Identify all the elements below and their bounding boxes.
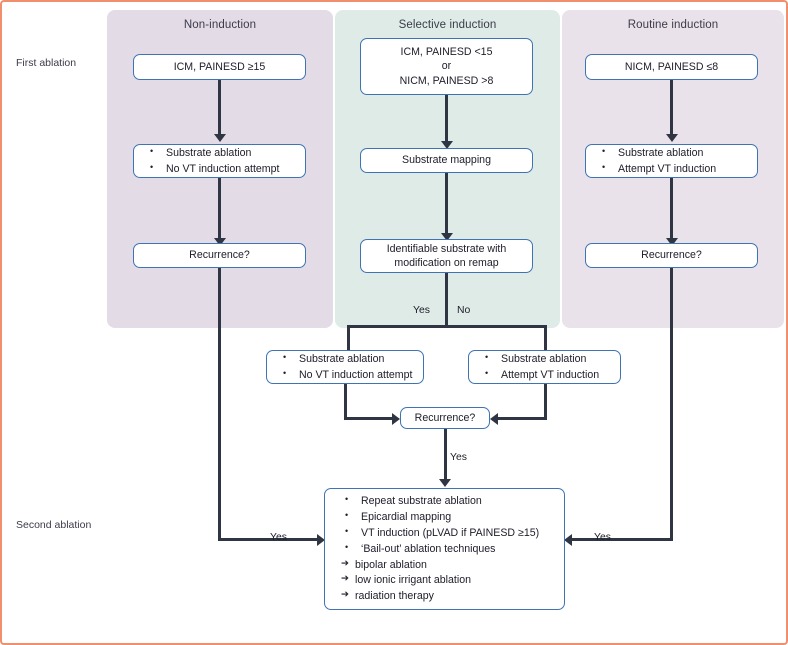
edge-right-treat-to-recurrence [669,178,674,241]
list-item: Substrate ablation [283,351,412,366]
node-right-entry-label: NICM, PAINESD ≤8 [624,60,719,73]
node-mid-recurrence-label: Recurrence? [414,411,476,424]
node-substrate-mapping: Substrate mapping [360,148,533,173]
node-right-treatment-list: Substrate ablation Attempt VT induction [586,144,716,177]
edge-left-entry-to-treat [217,80,222,136]
arrowhead-mapping-to-decision [440,233,453,241]
node-identifiable-substrate-line1: Identifiable substrate with [386,242,507,255]
node-mid-entry-line3: NICM, PAINESD >8 [399,74,494,87]
arrowhead-left-entry-to-treat [213,134,226,142]
edge-bus-left-drop [347,324,351,357]
node-mid-entry-line1: ICM, PAINESD <15 [400,46,493,59]
node-mid-entry-line2: or [441,60,452,73]
edge-left-recurrence-down [217,268,222,541]
edge-mid-entry-to-mapping [444,95,449,145]
node-right-recurrence-label: Recurrence? [641,249,702,262]
list-item: bipolar ablation [341,558,539,572]
node-identifiable-substrate-line2: modification on remap [394,257,499,269]
edge-no-branch-left [496,417,547,421]
node-second-ablation-list: Repeat substrate ablation Epicardial map… [325,493,539,605]
node-right-recurrence: Recurrence? [585,243,758,268]
list-item: No VT induction attempt [150,161,279,176]
column-title-non-induction: Non-induction [183,19,257,31]
node-yes-branch-treatment: Substrate ablation No VT induction attem… [266,350,424,384]
edge-label-right-yes: Yes [594,532,611,543]
node-left-recurrence-label: Recurrence? [189,249,250,262]
arrowhead-left-treat-to-recurrence [213,238,226,246]
list-item: Attempt VT induction [485,367,599,382]
list-item: Substrate ablation [150,145,279,160]
edge-mid-recurrence-to-second [443,429,447,482]
edge-left-recurrence-right [217,538,321,542]
list-item: low ionic irrigant ablation [341,573,539,587]
edge-mapping-to-decision [444,173,449,236]
node-second-ablation: Repeat substrate ablation Epicardial map… [324,488,565,610]
node-no-branch-list: Substrate ablation Attempt VT induction [469,350,599,383]
node-mid-entry: ICM, PAINESD <15 or NICM, PAINESD >8 [360,38,533,95]
stage-label-first-ablation: First ablation [16,57,77,69]
list-item: Repeat substrate ablation [345,493,539,508]
arrowhead-mid-recurrence-to-second [439,479,452,487]
node-left-recurrence: Recurrence? [133,243,306,268]
edge-yes-branch-down [343,384,347,417]
edge-bus-right-drop [543,324,547,357]
edge-label-mid-yes: Yes [450,452,467,463]
list-item: radiation therapy [341,589,539,603]
edge-no-branch-down [543,384,547,417]
list-item: Epicardial mapping [345,509,539,524]
list-item: Attempt VT induction [602,161,716,176]
edge-label-branch-no: No [457,305,471,316]
arrowhead-mid-entry-to-mapping [440,141,453,149]
node-left-entry: ICM, PAINESD ≥15 [133,54,306,80]
node-right-treatment: Substrate ablation Attempt VT induction [585,144,758,178]
list-item: VT induction (pLVAD if PAINESD ≥15) [345,525,539,540]
list-item: ‘Bail-out’ ablation techniques [345,541,539,556]
node-left-entry-label: ICM, PAINESD ≥15 [173,60,266,73]
node-right-entry: NICM, PAINESD ≤8 [585,54,758,80]
edge-label-left-yes: Yes [270,532,287,543]
arrowhead-right-treat-to-recurrence [665,238,678,246]
edge-yes-branch-right [343,417,395,421]
edge-decision-bus [347,324,547,328]
node-no-branch-treatment: Substrate ablation Attempt VT induction [468,350,621,384]
list-item: No VT induction attempt [283,367,412,382]
edge-decision-stem [444,273,449,326]
column-title-selective-induction: Selective induction [398,19,497,31]
edge-right-recurrence-left [570,538,673,542]
node-substrate-mapping-label: Substrate mapping [402,154,491,167]
node-yes-branch-list: Substrate ablation No VT induction attem… [267,350,412,383]
arrowhead-right-entry-to-treat [665,134,678,142]
edge-right-entry-to-treat [669,80,674,136]
node-left-treatment-list: Substrate ablation No VT induction attem… [134,144,279,177]
list-item: Substrate ablation [602,145,716,160]
arrowhead-yes-branch-to-recurrence [392,412,400,425]
list-item: Substrate ablation [485,351,599,366]
stage-label-second-ablation: Second ablation [16,519,92,531]
edge-label-branch-yes: Yes [413,305,430,316]
node-left-treatment: Substrate ablation No VT induction attem… [133,144,306,178]
node-mid-recurrence: Recurrence? [400,407,490,429]
edge-right-recurrence-down [669,268,674,541]
edge-left-treat-to-recurrence [217,178,222,241]
arrowhead-right-yes-to-second [564,533,572,546]
arrowhead-left-yes-to-second [317,533,325,546]
column-title-routine-induction: Routine induction [627,19,719,31]
arrowhead-no-branch-to-recurrence [490,412,498,425]
node-identifiable-substrate: Identifiable substrate with modification… [360,239,533,273]
